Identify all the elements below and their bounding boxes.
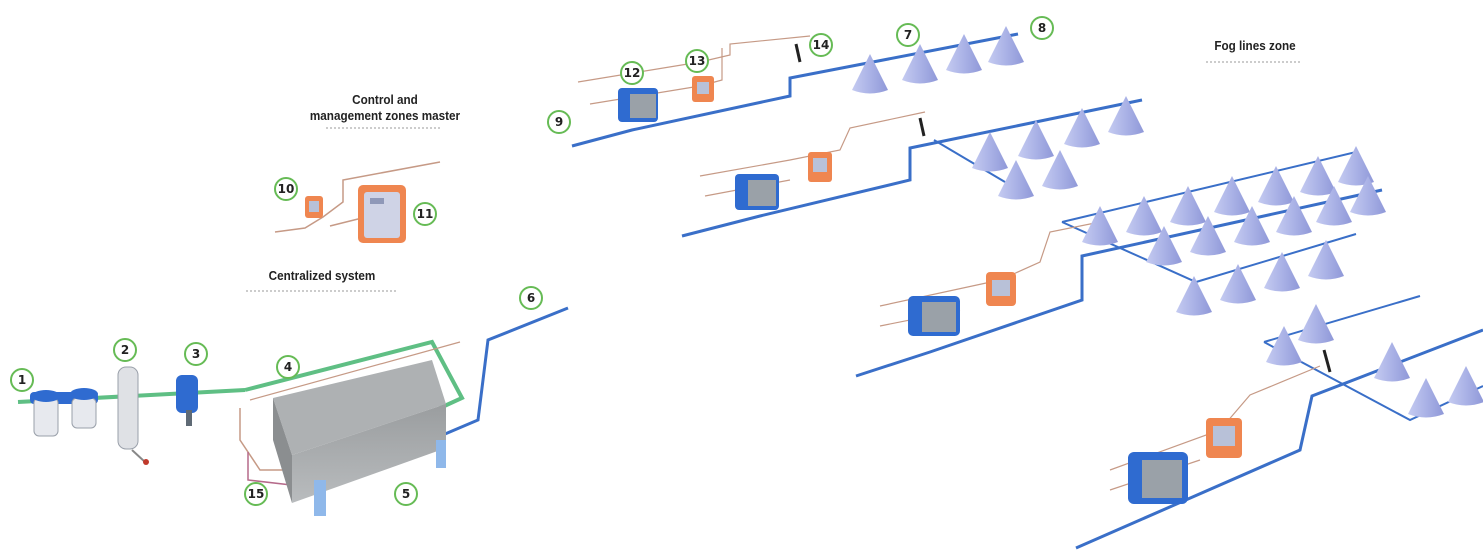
svg-text:12: 12 [624,66,641,80]
callout-14: 14 [809,33,833,57]
zone-line-2 [681,98,1143,238]
callout-15: 15 [244,482,268,506]
fog-nozzle-cone [1190,216,1226,256]
water-filters [30,388,98,437]
callout-markers: 1 2 3 4 5 6 7 8 9 10 11 12 13 14 15 [10,16,1054,506]
tank-control-wire [239,408,300,471]
fog-nozzle-cone [1448,366,1483,406]
callout-1: 1 [10,368,34,392]
fog-nozzle-cone [1018,120,1054,160]
callout-8: 8 [1030,16,1054,40]
fog-nozzle-cone [1264,252,1300,292]
fog-zone-heading: Fog lines zone [1214,38,1296,53]
callout-3: 3 [184,342,208,366]
fog-nozzle-cone [988,26,1024,66]
svg-text:14: 14 [813,38,830,52]
svg-text:7: 7 [904,28,912,42]
uv-sterilizer [117,366,149,465]
fog-nozzle-cone [1276,196,1312,236]
svg-text:2: 2 [121,343,129,357]
fog-nozzle-cone [946,34,982,74]
callout-4: 4 [276,355,300,379]
booster-pump [176,375,198,426]
fog-nozzle-cone [1064,108,1100,148]
fog-nozzle-cone [1234,206,1270,246]
fog-nozzle-cone [1308,240,1344,280]
fog-nozzle-cone [1042,150,1078,190]
fog-nozzle-cone [1220,264,1256,304]
svg-text:13: 13 [689,54,706,68]
fog-nozzle-cone [1408,378,1444,418]
fog-nozzle-cone [1126,196,1162,236]
main-water-outlet-line [444,306,569,436]
fog-nozzle-cone [1266,326,1302,366]
svg-text:3: 3 [192,347,200,361]
tank-top-wire [249,341,461,401]
centralized-system [17,306,569,516]
callout-10: 10 [274,177,298,201]
callout-2: 2 [113,338,137,362]
fog-nozzle-cone [972,132,1008,172]
fog-nozzle-cone [1316,186,1352,226]
callout-6: 6 [519,286,543,310]
zone-line-3 [855,150,1383,378]
control-master-heading-line2: management zones master [309,108,461,123]
callout-7: 7 [896,23,920,47]
callout-12: 12 [620,61,644,85]
fog-nozzle-cone [1298,304,1334,344]
fog-nozzle-cone [1146,226,1182,266]
fog-nozzle-cone [998,160,1034,200]
centralized-system-heading: Centralized system [268,268,376,283]
callout-11: 11 [413,202,437,226]
fog-nozzle-cone [1350,176,1386,216]
control-master [274,161,441,243]
control-master-heading-line1: Control and [352,92,418,107]
callout-13: 13 [685,49,709,73]
svg-text:5: 5 [402,487,410,501]
svg-text:6: 6 [527,291,535,305]
svg-text:8: 8 [1038,21,1046,35]
storage-tank [273,360,446,516]
callout-9: 9 [547,110,571,134]
feed-to-tank-line [244,339,465,410]
svg-text:1: 1 [18,373,26,387]
master-wire-2 [329,217,363,227]
fog-nozzle-cone [1374,342,1410,382]
zone-line-1 [571,32,1019,148]
fog-nozzle-cone [1170,186,1206,226]
fog-nozzle-cone [902,44,938,84]
fog-nozzle-cone [1176,276,1212,316]
svg-text:15: 15 [248,487,265,501]
fog-nozzles [852,26,1483,418]
svg-text:11: 11 [417,207,434,221]
svg-text:9: 9 [555,115,563,129]
fog-nozzle-cone [1258,166,1294,206]
zone-line-4 [1075,295,1483,550]
fog-nozzle-cone [1214,176,1250,216]
tank-return-wire [247,452,301,487]
fog-nozzle-cone [1300,156,1336,196]
fog-nozzle-cone [1108,96,1144,136]
fog-nozzle-cone [852,54,888,94]
svg-text:4: 4 [284,360,292,374]
master-wire [274,161,441,233]
fog-nozzle-cone [1338,146,1374,186]
control-master-heading: Control and management zones master [282,92,489,124]
callout-5: 5 [394,482,418,506]
svg-text:10: 10 [278,182,295,196]
fog-nozzle-cone [1082,206,1118,246]
